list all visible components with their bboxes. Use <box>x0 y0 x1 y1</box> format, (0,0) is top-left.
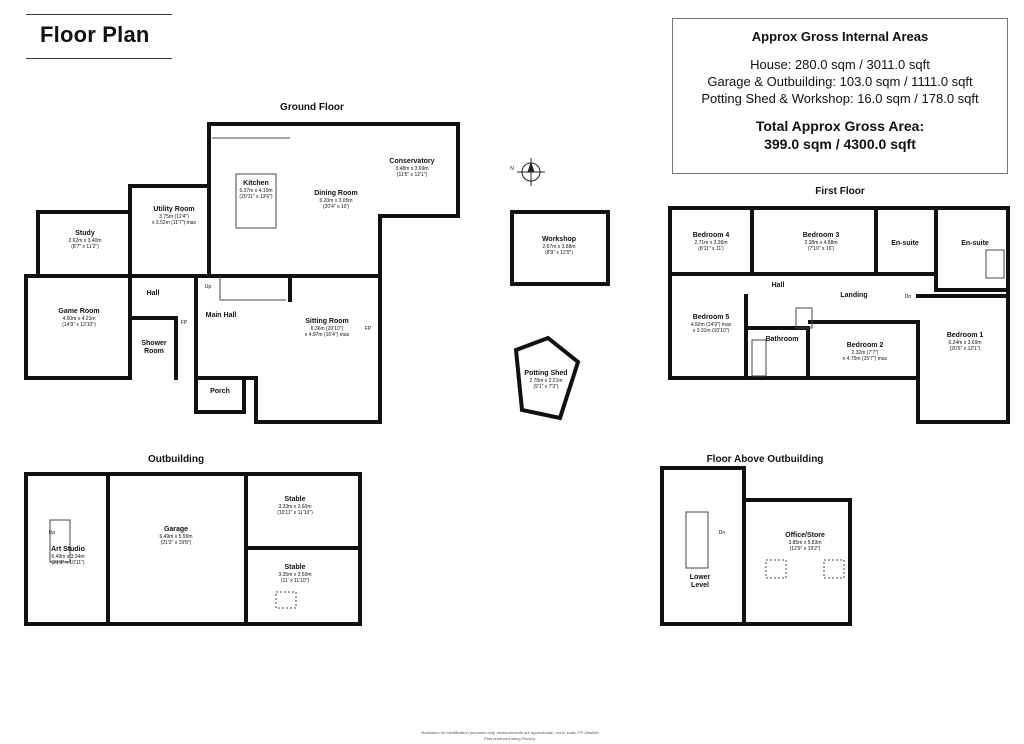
stairs-art-studio <box>49 519 71 563</box>
room-bedroom-1: Bedroom 1 6.24m x 3.69m (20'6" x 12'1") <box>946 332 984 352</box>
label-up-studio: Up <box>48 530 56 536</box>
room-kitchen: Kitchen 6.37m x 4.10m (20'11" x 13'6") <box>239 180 273 200</box>
room-bedroom-2: Bedroom 2 2.32m (7'7") x 4.75m (15'7") m… <box>842 342 888 362</box>
section-floor-above: Floor Above Outbuilding <box>706 454 824 465</box>
ensuite1-walls <box>874 206 938 276</box>
room-landing: Landing <box>840 292 868 299</box>
room-game: Game Room 4.50m x 4.21m (14'9" x 13'10") <box>58 308 100 328</box>
room-conservatory: Conservatory 3.48m x 3.69m (11'5" x 12'1… <box>389 158 435 178</box>
section-outbuilding: Outbuilding <box>147 454 205 465</box>
area-total-label: Total Approx Gross Area: <box>755 118 925 134</box>
velux <box>275 591 297 609</box>
room-workshop: Workshop 2.67m x 3.88m (8'9" x 12'9") <box>541 236 577 256</box>
bed2-walls <box>808 320 920 380</box>
section-ground-floor: Ground Floor <box>280 102 344 113</box>
label-fp-sitting: FP <box>364 326 372 332</box>
room-potting-shed: Potting Shed 2.76m x 2.21m (9'1" x 7'3") <box>524 370 568 390</box>
area-line-shed: Potting Shed & Workshop: 16.0 sqm / 178.… <box>701 91 979 106</box>
room-bedroom-4: Bedroom 4 2.71m x 3.36m (8'11" x 11') <box>692 232 730 252</box>
outbuilding-walls <box>24 472 362 626</box>
footer-credit: Plan produced using PlanUp. <box>484 736 536 741</box>
title-rule-bottom <box>26 58 172 59</box>
compass-label: N <box>510 166 514 172</box>
ensuite2-walls <box>934 206 1010 292</box>
room-main-hall: Main Hall <box>205 312 237 319</box>
room-sitting: Sitting Room 6.36m (20'10") x 4.97m (16'… <box>304 318 350 338</box>
section-first-floor: First Floor <box>815 186 865 197</box>
room-ensuite-1: En-suite <box>891 240 919 247</box>
first-floor-outer-walls <box>668 206 1010 424</box>
compass-icon <box>517 158 545 186</box>
footer-disclaimer: Illustration for identification purposes… <box>421 730 599 735</box>
title-rule-top <box>26 14 172 15</box>
ground-game-room-walls <box>24 274 132 380</box>
area-summary-box: Approx Gross Internal Areas House: 280.0… <box>672 18 1008 174</box>
room-art-studio: Art Studio 6.49m x 3.34m (21'3" x 10'11"… <box>51 546 85 566</box>
ground-porch-walls <box>194 376 246 414</box>
area-total-value: 399.0 sqm / 4300.0 sqft <box>764 136 916 152</box>
room-office-store: Office/Store 3.85m x 5.83m (12'9" x 19'2… <box>785 532 825 552</box>
kitchen-island <box>235 173 277 229</box>
ensuite-bath <box>985 249 1005 279</box>
room-bathroom: Bathroom <box>765 336 799 343</box>
room-lower-level: Lower Level <box>689 574 711 589</box>
room-stable-1: Stable 3.33m x 3.60m (10'11" x 11'10") <box>277 496 313 516</box>
room-study: Study 2.62m x 3.40m (8'7" x 11'2") <box>68 230 102 250</box>
label-dn-above: Dn <box>718 530 726 536</box>
ground-shower-walls <box>128 316 178 380</box>
room-first-hall: Hall <box>771 282 785 289</box>
label-dn-first: Dn <box>904 294 912 300</box>
area-heading: Approx Gross Internal Areas <box>751 29 929 44</box>
workshop-walls <box>510 210 610 286</box>
room-dining: Dining Room 6.20m x 3.05m (20'4" x 10') <box>314 190 358 210</box>
area-line-house: House: 280.0 sqm / 3011.0 sqft <box>750 57 930 72</box>
area-line-garage: Garage & Outbuilding: 103.0 sqm / 1111.0… <box>707 74 973 89</box>
room-garage: Garage 6.49m x 5.99m (21'3" x 19'8") <box>159 526 193 546</box>
ground-utility-walls <box>128 184 211 278</box>
room-porch: Porch <box>210 388 230 395</box>
room-stable-2: Stable 3.35m x 3.60m (11' x 11'10") <box>278 564 312 584</box>
room-bedroom-5: Bedroom 5 4.50m (14'9") max x 3.31m (10'… <box>690 314 732 334</box>
label-up-ground: Up <box>204 284 212 290</box>
page-title: Floor Plan <box>40 22 150 47</box>
room-ensuite-2: En-suite <box>961 240 989 247</box>
stairs-above <box>685 511 709 569</box>
shower-tray <box>795 307 813 329</box>
floor-above-walls <box>660 466 852 626</box>
bath <box>751 339 767 377</box>
room-shower: Shower Room <box>141 340 167 355</box>
room-bedroom-3: Bedroom 3 2.38m x 4.88m (7'10" x 16') <box>802 232 840 252</box>
label-fp-hall: FP <box>180 320 188 326</box>
room-hall: Hall <box>146 290 160 297</box>
potting-shed-walls <box>513 335 581 421</box>
room-utility: Utility Room 3.75m (12'4") x 3.52m (11'7… <box>151 206 197 226</box>
